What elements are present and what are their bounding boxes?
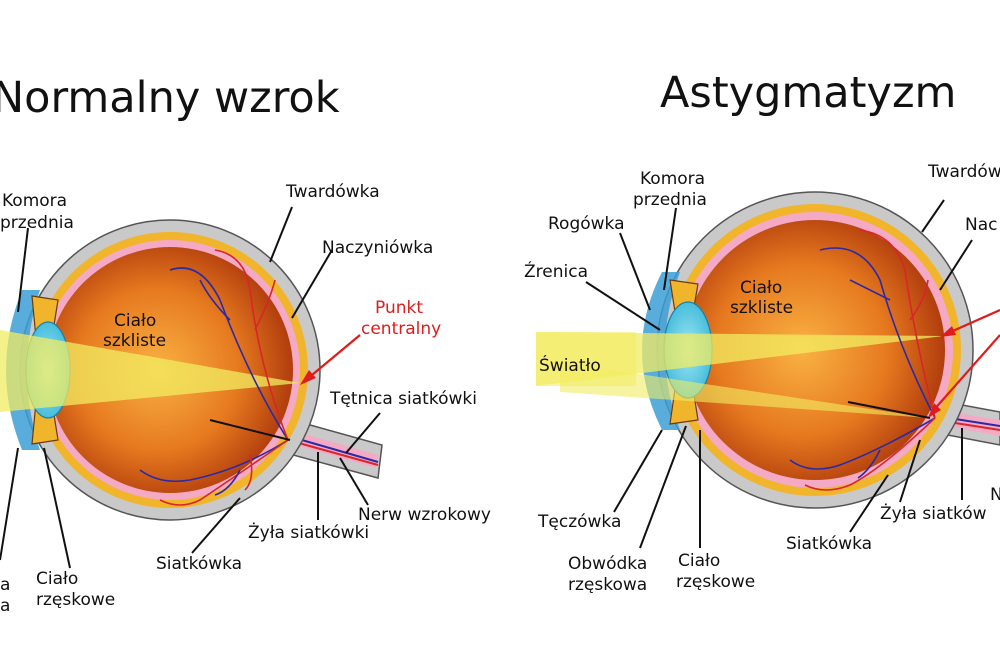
left-label-punkt-1: Punkt — [375, 298, 423, 318]
right-label-cialo-szkliste-2: szkliste — [730, 298, 793, 318]
right-label-nac: Nac — [965, 215, 997, 235]
right-title: Astygmatyzm — [660, 68, 956, 118]
right-label-rogowka: Rogówka — [548, 214, 625, 234]
right-label-cialo-szkliste-1: Ciało — [740, 278, 782, 298]
left-label-punkt-2: centralny — [361, 319, 441, 339]
left-label-cialo-szkliste-1: Ciało — [114, 311, 156, 331]
left-nerve-artery — [287, 439, 379, 466]
right-light-box — [536, 332, 636, 386]
left-label-cialo-rzeskowe-2: rzęskowe — [36, 590, 115, 610]
right-label-komora-1: Komora — [640, 169, 705, 189]
right-label-obwodka-1: Obwódka — [568, 554, 647, 574]
left-label-zyla: Żyła siatkówki — [248, 522, 369, 543]
left-label-cut-a2: a — [0, 596, 10, 616]
left-label-nerw: Nerw wzrokowy — [358, 505, 491, 525]
left-label-twardowka: Twardówka — [285, 182, 380, 202]
left-label-cialo-szkliste-2: szkliste — [103, 331, 166, 351]
left-label-siatkowka: Siatkówka — [156, 554, 242, 574]
right-label-teczowka: Tęczówka — [537, 512, 621, 532]
right-label-cut-n: N — [990, 485, 1000, 505]
right-label-siatkowka: Siatkówka — [786, 534, 872, 554]
left-light-beam — [0, 330, 300, 412]
left-label-tetnica: Tętnica siatkówki — [329, 389, 477, 409]
right-label-zyla: Żyła siatków — [880, 503, 987, 524]
right-blood-vessels — [789, 229, 936, 491]
right-label-swiatlo: Światło — [539, 354, 601, 376]
right-light-beam-upper — [536, 332, 944, 386]
left-label-komora-1: Komora — [2, 191, 67, 211]
right-label-obwodka-2: rzęskowa — [568, 575, 647, 595]
right-label-twardowka: Twardów — [927, 162, 1000, 182]
left-label-cialo-rzeskowe-1: Ciało — [36, 569, 78, 589]
right-eye-diagram: Astygmatyzm — [524, 68, 1000, 595]
right-label-cialo-rzeskowe-2: rzęskowe — [676, 572, 755, 592]
right-label-zrenica: Źrenica — [524, 260, 588, 282]
right-label-komora-2: przednia — [633, 190, 707, 210]
right-label-cialo-rzeskowe-1: Ciało — [678, 551, 720, 571]
right-light-beam-lower — [560, 362, 930, 418]
left-label-komora-2: przednia — [0, 213, 74, 233]
left-title: Normalny wzrok — [0, 73, 340, 123]
left-blood-vessels — [139, 249, 289, 506]
right-leader-lines — [585, 199, 1000, 549]
left-leader-lines — [0, 206, 381, 569]
left-label-cut-a1: a — [0, 575, 10, 595]
left-eye-diagram: Normalny wzrok — [0, 73, 491, 616]
left-label-naczyniowka: Naczyniówka — [322, 238, 433, 258]
